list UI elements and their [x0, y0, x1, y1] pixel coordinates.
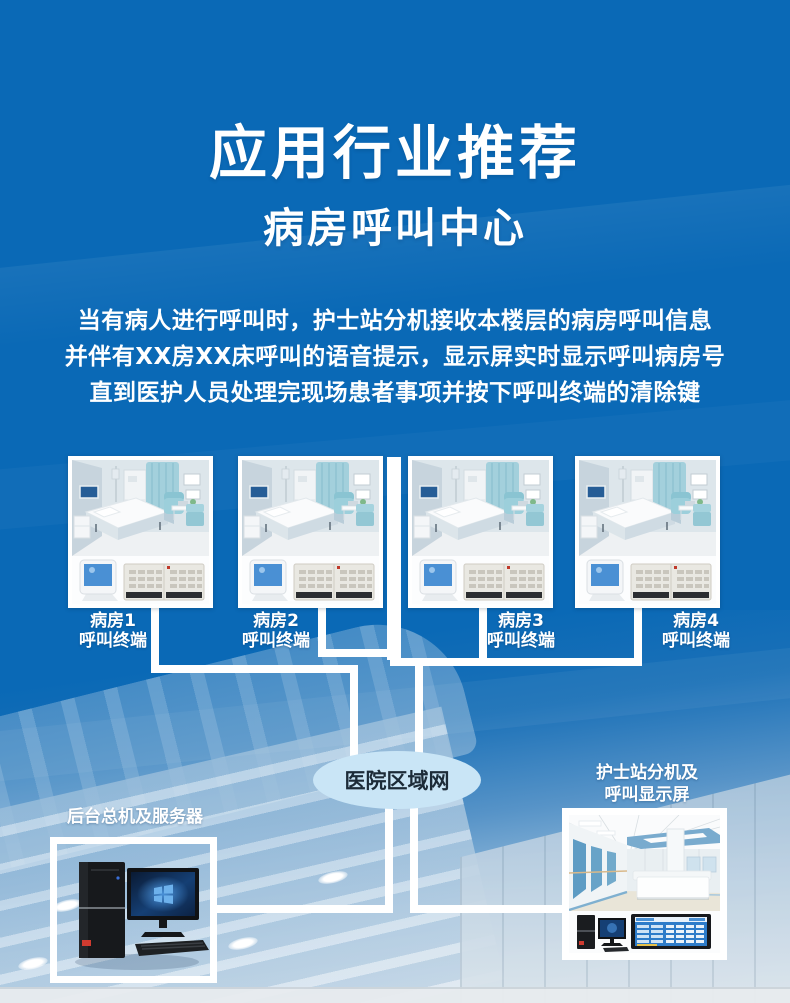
ward-device: 呼叫终端	[662, 631, 730, 651]
laptop-icon	[685, 501, 695, 506]
brand-badge	[82, 940, 91, 946]
wall-frame	[183, 473, 201, 486]
description-line-1: 当有病人进行呼叫时，护士站分机接收本楼层的病房呼叫信息	[77, 308, 713, 334]
side-chair	[526, 504, 544, 512]
page-title: 应用行业推荐	[208, 119, 581, 187]
ward-name: 病房1	[90, 611, 136, 631]
ward-device: 呼叫终端	[487, 631, 555, 651]
ward-label: 病房2 呼叫终端	[201, 611, 351, 651]
ward-room-illustration	[412, 460, 549, 604]
call-terminal-device	[586, 559, 625, 601]
call-terminal-device	[249, 559, 288, 601]
call-terminal-device	[79, 559, 118, 601]
ward-device: 呼叫终端	[79, 631, 147, 651]
ward-door	[607, 851, 616, 886]
description-line-3: 直到医护人员处理完现场患者事项并按下呼叫终端的清除键	[89, 380, 701, 406]
ward-label: 病房1 呼叫终端	[38, 611, 188, 651]
plant-icon	[697, 499, 703, 505]
nurse-station-illustration	[569, 815, 720, 953]
windows-logo-icon	[154, 884, 173, 904]
pc-monitor	[127, 868, 199, 937]
glass-cabinet	[686, 856, 701, 873]
ward-door	[573, 839, 586, 899]
pc-keyboard	[135, 940, 209, 956]
pc-tower	[79, 862, 125, 958]
ward-room-illustration	[242, 460, 379, 604]
call-terminal-device	[419, 559, 458, 601]
wall-frame	[690, 473, 708, 486]
counter-edge	[0, 987, 790, 1003]
laptop-icon	[348, 501, 358, 506]
rack-host-device	[123, 563, 205, 601]
wall-tv-icon	[249, 485, 269, 499]
ward-device: 呼叫终端	[242, 631, 310, 651]
bedside-cart	[243, 515, 261, 539]
nurse-pc	[577, 915, 629, 952]
wall-panel	[355, 489, 371, 500]
hospital-bed	[591, 497, 681, 540]
corridor-left-wall	[569, 823, 628, 911]
plant-icon	[360, 499, 366, 505]
rack-host-device	[463, 563, 545, 601]
side-chair	[693, 504, 711, 512]
laptop-icon	[518, 501, 528, 506]
nurse-keyboard	[603, 947, 629, 952]
server-label: 后台总机及服务器	[67, 807, 203, 827]
nurse-desk	[632, 870, 712, 900]
call-display-screen	[631, 914, 711, 949]
rack-host-device	[630, 563, 712, 601]
ward-room-illustration	[72, 460, 209, 604]
bedside-cart	[413, 515, 431, 539]
nurse-station-photo-box	[562, 808, 727, 960]
nurse-station-label: 护士站分机及 呼叫显示屏	[547, 762, 747, 806]
wall-panel	[185, 489, 201, 500]
wall-frame	[353, 473, 371, 486]
wall-frame	[523, 473, 541, 486]
plant-icon	[530, 499, 536, 505]
ward-name: 病房4	[673, 611, 719, 631]
wall-panel	[692, 489, 708, 500]
ward-room-photo	[238, 456, 383, 608]
ward-room-photo	[408, 456, 553, 608]
page-subtitle: 病房呼叫中心	[263, 204, 527, 252]
ward-label: 病房3 呼叫终端	[446, 611, 596, 651]
bedside-cart	[73, 515, 91, 539]
wall-panel	[525, 489, 541, 500]
ward-name: 病房2	[253, 611, 299, 631]
wall-tv-icon	[79, 485, 99, 499]
nurse-label-line1: 护士站分机及	[596, 763, 698, 783]
laptop-icon	[178, 501, 188, 506]
nurse-label-line2: 呼叫显示屏	[604, 785, 690, 805]
glass-cabinet	[702, 856, 717, 873]
wall-tv-icon	[419, 485, 439, 499]
handrail	[569, 870, 628, 874]
rack-host-device	[293, 563, 375, 601]
ward-room-photo	[575, 456, 720, 608]
ward-label: 病房4 呼叫终端	[621, 611, 771, 651]
description-paragraph: 当有病人进行呼叫时，护士站分机接收本楼层的病房呼叫信息 并伴有XX房XX床呼叫的…	[0, 303, 790, 411]
server-pc-illustration	[75, 862, 209, 970]
description-line-2: 并伴有XX房XX床呼叫的语音提示，显示屏实时显示呼叫病房号	[64, 344, 726, 370]
bedside-cart	[580, 515, 598, 539]
wall-tv-icon	[586, 485, 606, 499]
server-photo-box	[50, 837, 217, 983]
side-chair	[356, 504, 374, 512]
ward-door	[591, 846, 602, 892]
ward-room-photo	[68, 456, 213, 608]
side-chair	[186, 504, 204, 512]
ward-name: 病房3	[498, 611, 544, 631]
plant-icon	[190, 499, 196, 505]
ward-room-illustration	[579, 460, 716, 604]
